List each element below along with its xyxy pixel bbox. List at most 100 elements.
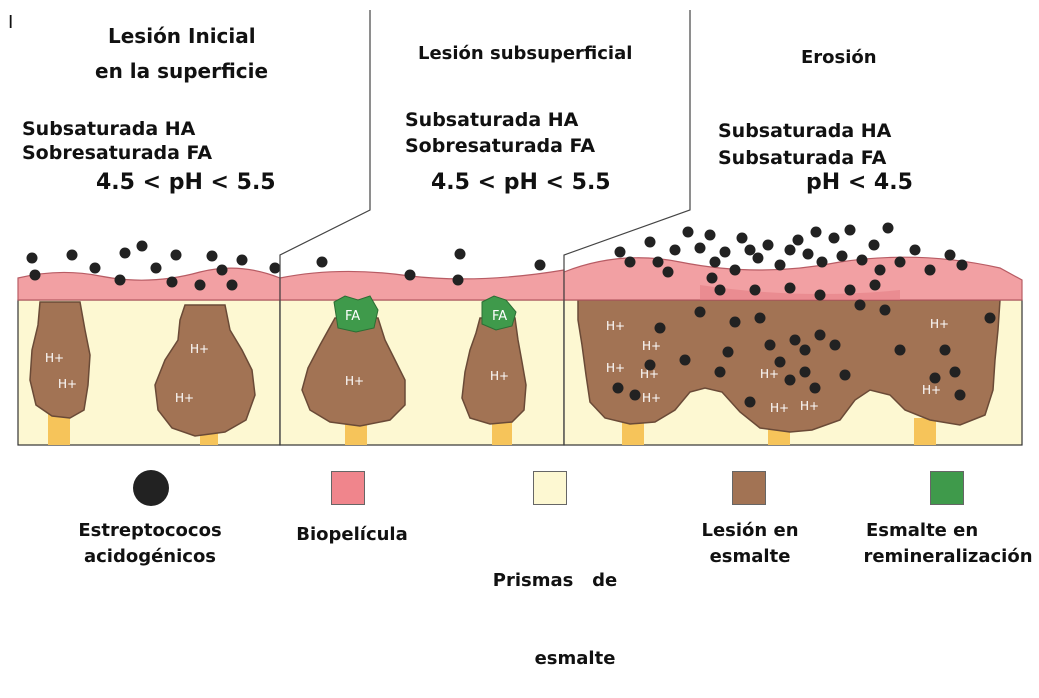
bacterium-80 bbox=[840, 370, 851, 381]
bacterium-30 bbox=[705, 230, 716, 241]
bacterium-34 bbox=[737, 233, 748, 244]
bacterium-24 bbox=[645, 237, 656, 248]
panel-2-condition-1: Subsaturada HA bbox=[405, 107, 578, 133]
legend-biofilm-swatch bbox=[331, 471, 365, 505]
h-ion-label-8: H+ bbox=[642, 339, 661, 353]
panel-3-condition-1: Subsaturada HA bbox=[718, 118, 891, 144]
bacterium-77 bbox=[680, 355, 691, 366]
panel-1-title-line-2: en la superficie bbox=[95, 59, 268, 83]
bacterium-19 bbox=[453, 275, 464, 286]
bacterium-44 bbox=[829, 233, 840, 244]
legend-bacteria-label: Estreptococos acidogénicos bbox=[60, 518, 240, 570]
bacterium-1 bbox=[27, 253, 38, 264]
legend-remineralization-line-2: remineralización bbox=[862, 544, 1034, 570]
legend-lesion-swatch bbox=[732, 471, 766, 505]
legend-bacteria-line-2: acidogénicos bbox=[60, 544, 240, 570]
bacterium-27 bbox=[670, 245, 681, 256]
legend-enamel-prisms-swatch bbox=[533, 471, 567, 505]
legend-enamel-prisms-label: Prismas de esmalte bbox=[480, 516, 630, 698]
bacterium-85 bbox=[930, 373, 941, 384]
bacterium-73 bbox=[785, 375, 796, 386]
bacterium-50 bbox=[883, 223, 894, 234]
bacterium-90 bbox=[613, 383, 624, 394]
bacterium-54 bbox=[945, 250, 956, 261]
legend-remineralization-line-1: Esmalte en bbox=[862, 518, 1034, 544]
bacterium-78 bbox=[695, 307, 706, 318]
bacterium-38 bbox=[775, 260, 786, 271]
bacterium-47 bbox=[857, 255, 868, 266]
bacterium-76 bbox=[645, 360, 656, 371]
bacterium-88 bbox=[880, 305, 891, 316]
bacterium-11 bbox=[237, 255, 248, 266]
bacterium-28 bbox=[683, 227, 694, 238]
bacterium-20 bbox=[455, 249, 466, 260]
h-ion-label-14: H+ bbox=[800, 399, 819, 413]
legend-bacteria-swatch bbox=[131, 468, 171, 508]
bacterium-53 bbox=[925, 265, 936, 276]
bacterium-16 bbox=[167, 277, 178, 288]
bacterium-66 bbox=[790, 335, 801, 346]
corner-mark: I bbox=[8, 12, 13, 33]
legend-enamel-prisms-line-2: esmalte bbox=[480, 646, 630, 672]
bacterium-49 bbox=[875, 265, 886, 276]
bacterium-59 bbox=[815, 290, 826, 301]
bacterium-84 bbox=[950, 367, 961, 378]
legend-remineralization-label: Esmalte en remineralización bbox=[862, 518, 1034, 570]
bacterium-18 bbox=[405, 270, 416, 281]
bacterium-72 bbox=[810, 383, 821, 394]
bacterium-75 bbox=[655, 323, 666, 334]
bacterium-7 bbox=[151, 263, 162, 274]
bacterium-57 bbox=[750, 285, 761, 296]
bacterium-87 bbox=[955, 390, 966, 401]
bacterium-26 bbox=[663, 267, 674, 278]
bacterium-22 bbox=[615, 247, 626, 258]
panel-1-title-line-1: Lesión Inicial bbox=[108, 24, 256, 48]
bacterium-89 bbox=[715, 367, 726, 378]
legend-lesion-line-1: Lesión en bbox=[690, 518, 810, 544]
legend-remineralization-swatch bbox=[930, 471, 964, 505]
bacterium-9 bbox=[207, 251, 218, 262]
panel-3-condition-2: Subsaturada FA bbox=[718, 145, 886, 171]
bacterium-82 bbox=[895, 345, 906, 356]
bacterium-36 bbox=[753, 253, 764, 264]
h-ion-label-4: H+ bbox=[175, 391, 194, 405]
h-ion-label-16: H+ bbox=[922, 383, 941, 397]
fa-label-2: FA bbox=[492, 309, 507, 324]
bacterium-69 bbox=[830, 340, 841, 351]
h-ion-label-1: H+ bbox=[45, 351, 64, 365]
bacterium-35 bbox=[745, 245, 756, 256]
h-ion-label-15: H+ bbox=[930, 317, 949, 331]
bacterium-5 bbox=[120, 248, 131, 259]
bacterium-58 bbox=[785, 283, 796, 294]
bacterium-52 bbox=[910, 245, 921, 256]
bacterium-91 bbox=[630, 390, 641, 401]
bacterium-25 bbox=[653, 257, 664, 268]
h-ion-label-6: H+ bbox=[490, 369, 509, 383]
bacterium-23 bbox=[625, 257, 636, 268]
bacterium-40 bbox=[793, 235, 804, 246]
bacterium-33 bbox=[730, 265, 741, 276]
panel-1-condition-2: Sobresaturada FA bbox=[22, 140, 212, 166]
bacterium-67 bbox=[800, 345, 811, 356]
panel-2-title: Lesión subsuperficial bbox=[418, 43, 632, 64]
bacterium-71 bbox=[800, 367, 811, 378]
panel-3-title: Erosión bbox=[801, 47, 877, 68]
bacterium-61 bbox=[870, 280, 881, 291]
bacterium-70 bbox=[775, 357, 786, 368]
h-ion-label-11: H+ bbox=[642, 391, 661, 405]
biofilm-panel-1 bbox=[18, 268, 280, 300]
h-ion-label-7: H+ bbox=[606, 319, 625, 333]
legend-bacteria-line-1: Estreptococos bbox=[60, 518, 240, 544]
bacterium-15 bbox=[227, 280, 238, 291]
bacterium-32 bbox=[720, 247, 731, 258]
h-ion-label-9: H+ bbox=[606, 361, 625, 375]
legend-biofilm-line-1: Biopelícula bbox=[287, 522, 417, 548]
bacterium-12 bbox=[270, 263, 281, 274]
bacterium-21 bbox=[535, 260, 546, 271]
legend-lesion-label: Lesión en esmalte bbox=[690, 518, 810, 570]
bacterium-10 bbox=[217, 265, 228, 276]
legend-biofilm-label: Biopelícula bbox=[287, 522, 417, 548]
h-ion-label-5: H+ bbox=[345, 374, 364, 388]
bacterium-63 bbox=[730, 317, 741, 328]
bacterium-62 bbox=[707, 273, 718, 284]
